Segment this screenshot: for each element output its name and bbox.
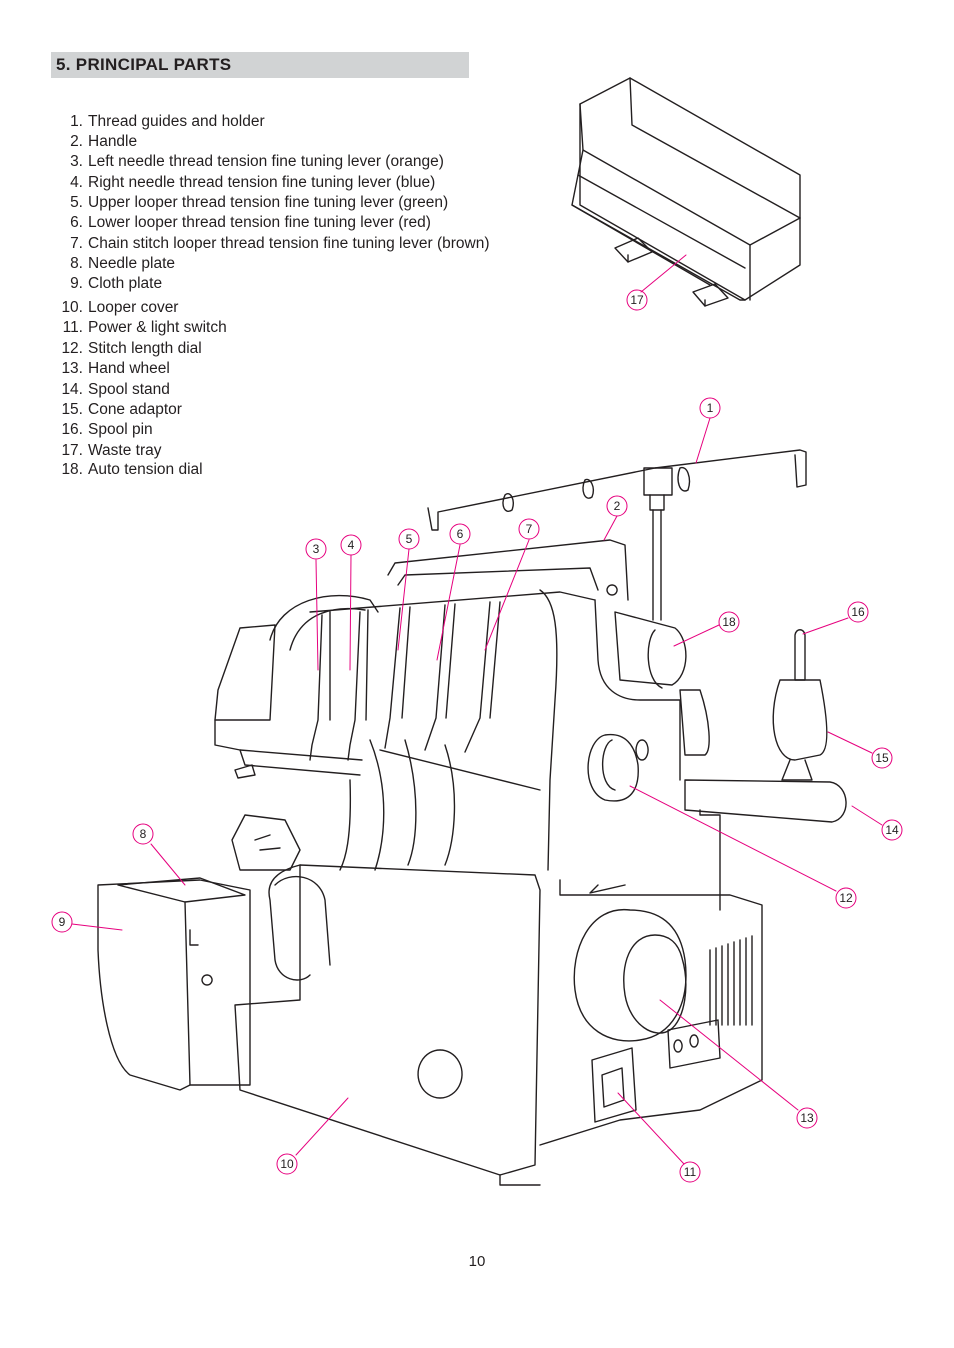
list-item: 18.Auto tension dial [61, 461, 203, 478]
list-item: 15.Cone adaptor [61, 401, 182, 418]
callout-4: 4 [348, 538, 355, 552]
part-label: Spool stand [88, 381, 170, 398]
thread-stand-drawing [427, 449, 807, 621]
callout-8: 8 [140, 827, 147, 841]
callout-circle-17 [626, 289, 648, 311]
callout-16: 16 [851, 605, 865, 619]
part-label: Waste tray [88, 442, 162, 459]
callout-circle-13 [796, 1107, 818, 1129]
part-label: Right needle thread tension fine tuning … [88, 174, 436, 191]
leader-lines [71, 254, 883, 1165]
callout-18: 18 [722, 615, 736, 629]
callout-10: 10 [280, 1157, 294, 1171]
list-item: 13.Hand wheel [61, 360, 170, 377]
part-label: Upper looper thread tension fine tuning … [88, 194, 449, 211]
part-label: Spool pin [88, 421, 153, 438]
callout-circle-8 [132, 823, 154, 845]
list-item: 11.Power & light switch [62, 319, 227, 336]
callout-6: 6 [457, 527, 464, 541]
callout-circle-15 [871, 747, 893, 769]
callout-circle-3 [305, 538, 327, 560]
callout-circle-7 [518, 518, 540, 540]
callout-circle-18 [718, 611, 740, 633]
list-item: 4.Right needle thread tension fine tunin… [70, 174, 436, 191]
part-label: Left needle thread tension fine tuning l… [88, 153, 444, 170]
callout-15: 15 [875, 751, 889, 765]
part-label: Cloth plate [88, 275, 163, 292]
callout-circle-6 [449, 523, 471, 545]
list-item: 14.Spool stand [61, 381, 170, 398]
list-item: 10.Looper cover [61, 299, 179, 316]
callout-circle-5 [398, 528, 420, 550]
callout-2: 2 [614, 499, 621, 513]
part-label: Lower looper thread tension fine tuning … [88, 214, 431, 231]
callout-5: 5 [406, 532, 413, 546]
part-label: Thread guides and holder [88, 113, 265, 130]
callout-3: 3 [313, 542, 320, 556]
callout-circle-9 [51, 911, 73, 933]
part-label: Auto tension dial [88, 461, 203, 478]
list-item: 2.Handle [70, 133, 138, 150]
callout-1: 1 [707, 401, 714, 415]
list-item: 6.Lower looper thread tension fine tunin… [70, 214, 431, 231]
list-item: 5.Upper looper thread tension fine tunin… [70, 194, 449, 211]
part-label: Cone adaptor [88, 401, 182, 418]
machine-body-drawing [97, 539, 847, 1186]
waste-tray-drawing [571, 77, 801, 307]
part-label: Looper cover [88, 299, 179, 316]
section-header-bar: 5. PRINCIPAL PARTS [51, 52, 469, 78]
list-item: 16.Spool pin [61, 421, 153, 438]
list-item: 1.Thread guides and holder [70, 113, 265, 130]
part-label: Needle plate [88, 255, 176, 272]
list-item: 9.Cloth plate [70, 275, 163, 292]
callout-11: 11 [684, 1165, 697, 1179]
callout-circle-2 [606, 495, 628, 517]
list-item: 8.Needle plate [70, 255, 176, 272]
section-title: 5. PRINCIPAL PARTS [56, 55, 232, 74]
callout-circle-4 [340, 534, 362, 556]
callout-7: 7 [526, 522, 533, 536]
list-item: 3.Left needle thread tension fine tuning… [70, 153, 444, 170]
callout-14: 14 [885, 823, 899, 837]
callout-circle-12 [835, 887, 857, 909]
callout-circles [51, 289, 903, 1183]
callout-circle-14 [881, 819, 903, 841]
callout-circle-11 [679, 1161, 701, 1183]
list-item: 7.Chain stitch looper thread tension fin… [70, 235, 490, 252]
part-label: Chain stitch looper thread tension fine … [88, 235, 490, 252]
part-label: Handle [88, 133, 138, 150]
callout-9: 9 [59, 915, 66, 929]
callout-17: 17 [630, 293, 644, 307]
list-item: 17.Waste tray [61, 442, 162, 459]
part-label: Stitch length dial [88, 340, 202, 357]
part-label: Power & light switch [88, 319, 227, 336]
callout-12: 12 [839, 891, 853, 905]
page-number: 10 [468, 1253, 486, 1270]
list-item: 12.Stitch length dial [61, 340, 202, 357]
part-label: Hand wheel [88, 360, 170, 377]
callout-13: 13 [800, 1111, 814, 1125]
callout-circle-1 [699, 397, 721, 419]
callout-circle-10 [276, 1153, 298, 1175]
callout-circle-16 [847, 601, 869, 623]
